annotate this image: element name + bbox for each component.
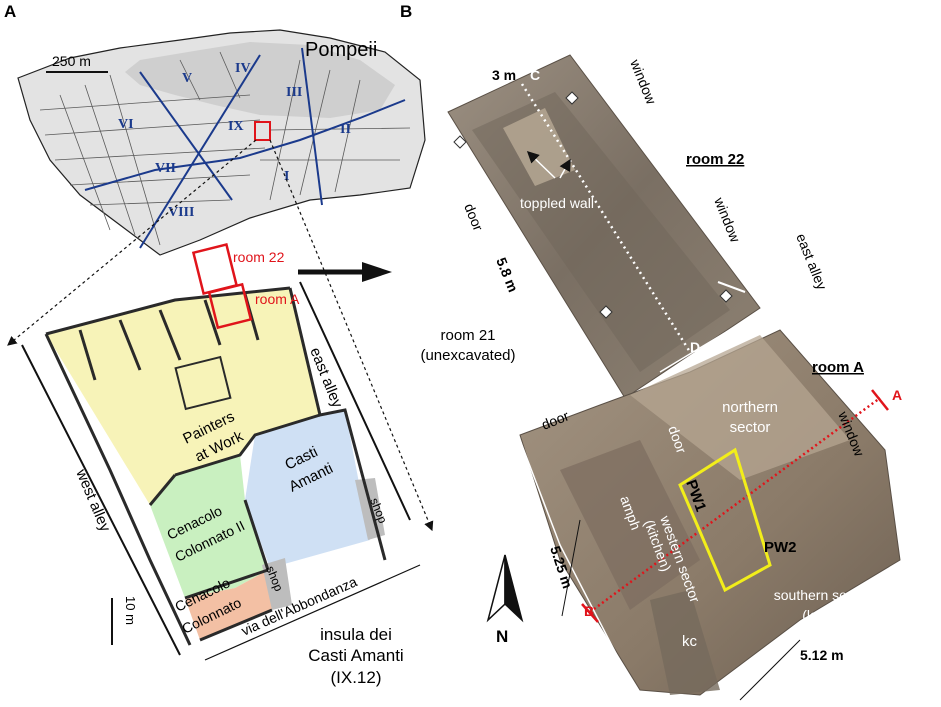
region-iv: IV <box>235 61 251 76</box>
zoom-line-right <box>269 139 434 532</box>
peristyle <box>174 355 232 411</box>
region-vi: VI <box>118 117 134 132</box>
room-a-label: room A <box>255 291 300 307</box>
room-a-photo-label: room A <box>812 359 864 376</box>
city-title: Pompeii <box>305 39 377 61</box>
dim-58m-label: 5.8 m <box>493 255 521 294</box>
toppled-arrow-2 <box>559 158 571 179</box>
section-end-b <box>581 603 599 623</box>
marker-3 <box>599 305 613 319</box>
cenacolo-colonnato-ii-area <box>150 455 268 598</box>
insula-plan: room 22 room A east alley west alley Pai… <box>21 242 421 687</box>
door-label-1: door <box>461 201 486 233</box>
room-a-south-wall <box>519 439 641 701</box>
marker-1 <box>565 91 579 105</box>
street-grid <box>39 51 411 246</box>
room-a-west <box>560 440 700 610</box>
point-b-label: B <box>584 603 594 619</box>
room-a-wall-outline <box>659 295 781 373</box>
insula-label-2: Casti Amanti <box>308 646 403 665</box>
plan-scale-label: 10 m <box>123 596 138 625</box>
north-label: N <box>496 627 508 646</box>
excavation-photo <box>447 54 906 701</box>
zoom-arrow <box>298 262 392 282</box>
region-v: V <box>182 71 192 86</box>
insula-highlight <box>254 121 271 141</box>
toppled-wall-debris <box>503 108 575 186</box>
insula-label-3: (IX.12) <box>330 668 381 687</box>
via-line <box>204 564 421 661</box>
room-22-photo-label: room 22 <box>686 151 744 168</box>
pompeii-city-map: 250 m Pompeii V IV III II VI IX I VII VI… <box>17 29 426 256</box>
toppled-wall-label: toppled wall <box>520 195 594 211</box>
region-i: I <box>284 169 289 184</box>
window-label-2: window <box>711 194 744 245</box>
shop-area-2 <box>262 558 292 610</box>
northern-sector-label-1: northern <box>722 399 778 416</box>
panel-b-label: B <box>400 2 412 21</box>
room-a-highlight <box>207 282 253 330</box>
window-tick <box>717 281 746 293</box>
southern-sector-label-2: (latrine) <box>802 607 849 623</box>
west-alley-line <box>21 344 181 656</box>
point-a-label: A <box>892 387 902 403</box>
pw2-label: PW2 <box>764 539 797 556</box>
region-vii: VII <box>155 161 176 176</box>
marker-2 <box>453 135 467 149</box>
room-21-label-2: (unexcavated) <box>420 347 515 364</box>
room-a-kc <box>650 590 720 695</box>
east-alley-line <box>299 281 411 521</box>
insula-label-1: insula dei <box>320 625 392 644</box>
southern-sector-label-1: southern sector <box>774 587 871 603</box>
room-21-label-1: room 21 <box>440 327 495 344</box>
cenacolo-colonnato-area <box>185 570 272 640</box>
room-a-north <box>630 335 850 480</box>
dim-512-line <box>739 639 801 701</box>
room-a-east-wall <box>779 291 906 641</box>
window-label-1: window <box>627 56 660 107</box>
dim-525-line <box>561 519 581 617</box>
east-alley-photo-label: east alley <box>793 231 830 292</box>
kc-label: kc <box>682 633 698 650</box>
room-22-label: room 22 <box>233 249 285 265</box>
insula-walls <box>44 286 387 646</box>
north-arrow <box>486 554 524 623</box>
region-lines <box>84 47 406 249</box>
pw-box <box>678 447 772 593</box>
northern-sector-label-2: sector <box>730 419 771 436</box>
region-viii: VIII <box>168 205 194 220</box>
point-c-label: C <box>530 67 540 83</box>
casti-amanti-area <box>245 410 370 568</box>
section-end-a <box>871 389 889 411</box>
section-line-ab <box>589 396 881 614</box>
panel-a-label: A <box>4 2 16 21</box>
dim-3m-label: 3 m <box>492 67 516 83</box>
region-iii: III <box>286 85 302 100</box>
point-d-label: D <box>690 339 700 355</box>
west-alley-label: west alley <box>72 466 114 535</box>
city-scale-label: 250 m <box>52 53 91 69</box>
dim-512m-label: 5.12 m <box>800 647 844 663</box>
toppled-arrow-1 <box>526 150 556 179</box>
region-ix: IX <box>228 119 244 134</box>
region-ii: II <box>340 122 351 137</box>
marker-4 <box>719 289 733 303</box>
